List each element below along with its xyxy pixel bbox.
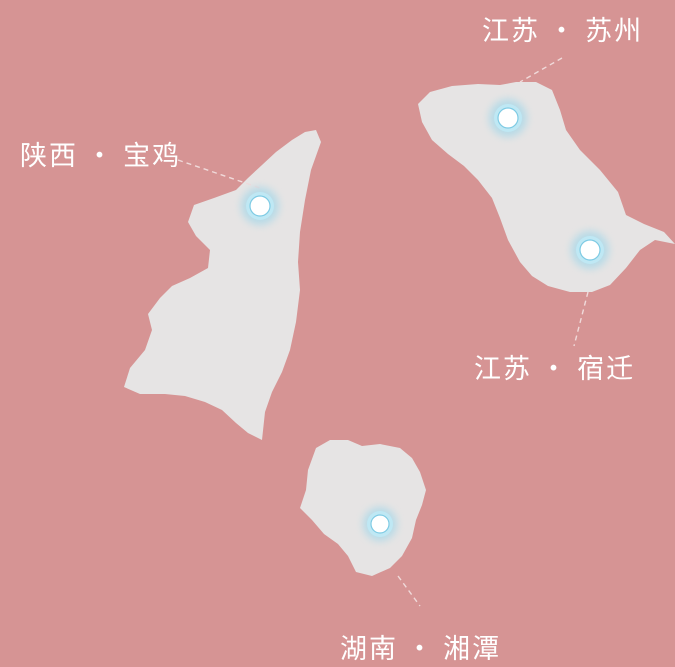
leader-line-suqian — [573, 291, 589, 347]
leader-line-suzhou — [519, 57, 563, 83]
place-label-suqian: 江苏 · 宿迁 — [474, 347, 635, 386]
location-dot-icon[interactable] — [363, 507, 397, 541]
place-label-baoji: 陕西 · 宝鸡 — [20, 134, 181, 173]
location-dot-icon[interactable] — [489, 99, 527, 137]
place-label-xiangtan: 湖南 · 湘潭 — [340, 627, 501, 666]
location-dot-icon[interactable] — [571, 231, 609, 269]
leader-line-baoji — [177, 159, 261, 189]
place-label-suzhou: 江苏 · 苏州 — [482, 9, 643, 48]
location-dot-icon[interactable] — [241, 187, 279, 225]
region-shaanxi — [124, 130, 321, 440]
region-hunan — [300, 440, 426, 576]
region-jiangsu — [418, 82, 675, 292]
leader-line-xiangtan — [397, 575, 421, 607]
